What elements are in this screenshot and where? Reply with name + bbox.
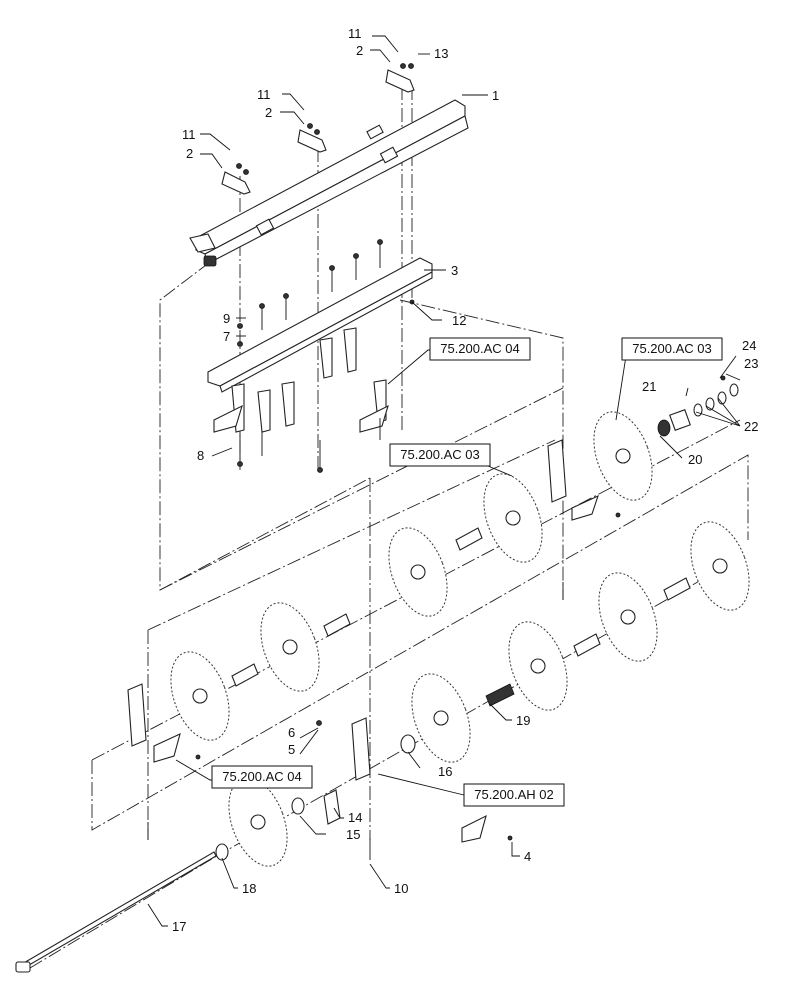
- nut-icon: [243, 169, 249, 175]
- scraper-arms: [127, 439, 599, 843]
- callout-label: 8: [197, 448, 204, 463]
- scraper-brackets: [213, 327, 389, 433]
- reference-boxes: 75.200.AC 04 75.200.AC 03 75.200.AC 03 7…: [211, 337, 723, 807]
- ref-label: 75.200.AC 03: [632, 341, 712, 356]
- bolt-icon: [329, 265, 335, 271]
- bolts: [237, 239, 415, 347]
- ref-label: 75.200.AC 04: [222, 769, 302, 784]
- nut-icon: [400, 63, 406, 69]
- bolt-icon: [377, 239, 383, 245]
- ref-box: [211, 765, 313, 789]
- callout-label: 2: [265, 105, 272, 120]
- callout-label: 11: [182, 127, 196, 142]
- callout-label: 9: [223, 311, 230, 326]
- mounting-brackets: [221, 63, 415, 195]
- long-bolts: [237, 418, 381, 473]
- callout-label: 4: [524, 849, 531, 864]
- ref-box: [389, 443, 491, 467]
- ref-box: [621, 337, 723, 361]
- callout-label: 16: [438, 764, 452, 779]
- nut-icon: [307, 123, 313, 129]
- callout-label: 24: [742, 338, 756, 353]
- bearing-group: [669, 375, 739, 431]
- ref-box: [429, 337, 531, 361]
- callout-label: 6: [288, 725, 295, 740]
- callout-label: 21: [642, 379, 656, 394]
- callout-label: 17: [172, 919, 186, 934]
- disc-blades: [170, 411, 750, 867]
- callout-label: 14: [348, 810, 362, 825]
- callout-label: 20: [688, 452, 702, 467]
- spacer-spools: [215, 419, 691, 861]
- callout-label: 7: [223, 329, 230, 344]
- vertical-bolts: [147, 512, 621, 860]
- callout-label: 18: [242, 881, 256, 896]
- callout-label: 13: [434, 46, 448, 61]
- callout-label: 15: [346, 827, 360, 842]
- nut-icon: [314, 129, 320, 135]
- bolt-icon: [353, 253, 359, 259]
- callout-label: 22: [744, 419, 758, 434]
- bolt-icon: [259, 303, 265, 309]
- bar-end-cap: [203, 255, 217, 267]
- nut-icon: [236, 163, 242, 169]
- callout-label: 2: [186, 146, 193, 161]
- leader-lines: [147, 35, 741, 927]
- frame-bar: [189, 99, 469, 267]
- callout-label: 3: [451, 263, 458, 278]
- nut-icon: [237, 323, 243, 329]
- callout-label: 11: [257, 87, 271, 102]
- ref-box: [463, 783, 565, 807]
- bolt-icon: [237, 461, 243, 467]
- callout-label: 12: [452, 313, 466, 328]
- ref-label: 75.200.AH 02: [474, 787, 554, 802]
- callout-label: 10: [394, 881, 408, 896]
- ref-label: 75.200.AC 03: [400, 447, 480, 462]
- washer-icon: [237, 341, 243, 347]
- phantom-lines: [29, 86, 749, 969]
- bolt-icon: [283, 293, 289, 299]
- shaft: [15, 851, 217, 973]
- bolt-icon: [317, 467, 323, 473]
- callout-label: 19: [516, 713, 530, 728]
- callout-label: 23: [744, 356, 758, 371]
- callout-label: 5: [288, 742, 295, 757]
- callout-label: 2: [356, 43, 363, 58]
- callout-label: 11: [348, 26, 362, 41]
- callout-label: 1: [492, 88, 499, 103]
- ref-label: 75.200.AC 04: [440, 341, 520, 356]
- callout-numbers: 1 2 2 2 3 4 5 6 7 8 9 10 11 11 11 12 13 …: [172, 26, 758, 934]
- nut-icon: [408, 63, 414, 69]
- lower-bar: [207, 257, 433, 393]
